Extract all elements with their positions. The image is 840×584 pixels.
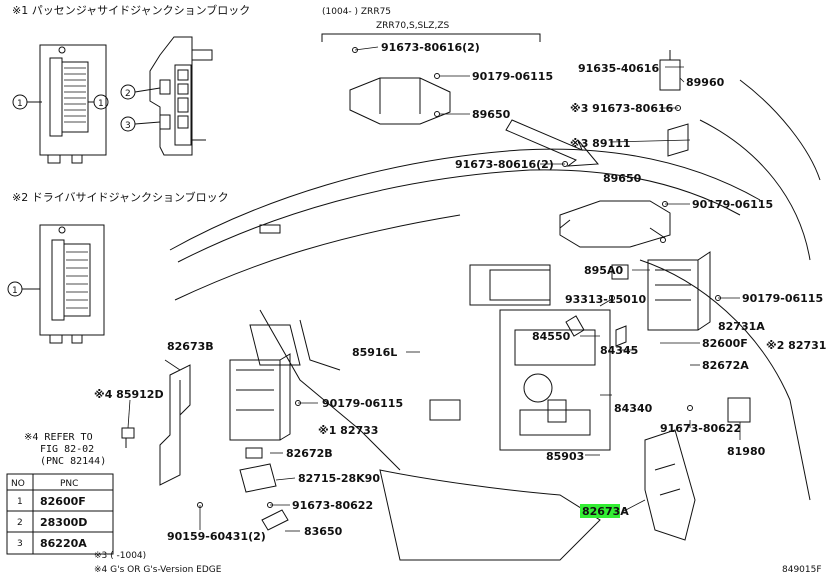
sensor-89960-drawing	[659, 50, 681, 91]
highlight-82673a	[580, 504, 620, 518]
header-note-2: ZRR70,S,SLZ,ZS	[376, 21, 449, 31]
callout-1c-label: 1	[12, 286, 18, 296]
ecu-82731-drawing	[647, 251, 711, 331]
pnc-table-header-pnc: PNC	[60, 479, 78, 489]
part-91673-80622a[interactable]: 91673-80622	[660, 422, 741, 435]
part-82672b-drawing	[245, 447, 263, 459]
part-84345[interactable]: 84345	[600, 344, 638, 357]
callout-1b-label: 1	[98, 99, 104, 109]
part-85916l[interactable]: 85916L	[352, 346, 397, 359]
part-90179-06115a[interactable]: 90179-06115	[472, 70, 553, 83]
callout-3-label: 3	[125, 121, 131, 131]
header-note-1: (1004- ) ZRR75	[322, 7, 391, 17]
part-84550[interactable]: 84550	[532, 330, 571, 343]
part-x1-82733[interactable]: ※1 82733	[318, 424, 378, 437]
callout-2-label: 2	[125, 89, 131, 99]
bracket-82673a-drawing	[644, 429, 696, 541]
pnc-table-header-no: NO	[11, 479, 25, 489]
inset-title-passenger: ※1 パッセンジャサイドジャンクションブロック	[12, 3, 250, 17]
part-82715-28k90[interactable]: 82715-28K90	[298, 472, 380, 485]
bolts	[267, 47, 721, 508]
refer-note-1: ※4 REFER TO	[24, 432, 93, 443]
part-90179-06115c[interactable]: 90179-06115	[742, 292, 823, 305]
part-91673-80616-2a[interactable]: 91673-80616(2)	[381, 41, 480, 54]
relay-81980-drawing	[727, 397, 751, 423]
part-82731a[interactable]: 82731A	[718, 320, 765, 333]
switch-84340-drawing	[547, 399, 567, 423]
part-82673b[interactable]: 82673B	[167, 340, 214, 353]
part-84340[interactable]: 84340	[614, 402, 653, 415]
part-x3-91673-80616[interactable]: ※3 91673-80616	[570, 102, 674, 115]
part-x2-82731[interactable]: ※2 82731	[766, 339, 826, 352]
refer-note-2: FIG 82-02	[40, 444, 94, 455]
direction-arrow	[505, 119, 600, 167]
inset-title-driver: ※2 ドライバサイドジャンクションブロック	[12, 190, 229, 204]
part-89960[interactable]: 89960	[686, 76, 725, 89]
driver-junction-block-drawing	[39, 224, 105, 344]
part-x3-89111[interactable]: ※3 89111	[570, 137, 630, 150]
part-91673-80616-2b[interactable]: 91673-80616(2)	[455, 158, 554, 171]
part-85903[interactable]: 85903	[546, 450, 584, 463]
part-81980[interactable]: 81980	[727, 445, 766, 458]
part-82600f[interactable]: 82600F	[702, 337, 748, 350]
part-83650-drawing	[261, 509, 289, 531]
junction-82733-drawing	[229, 353, 291, 441]
sensor-89111-drawing	[667, 123, 689, 157]
figure-id: 849015F	[782, 565, 822, 575]
part-90179-06115b[interactable]: 90179-06115	[692, 198, 773, 211]
airbag-sensor-upper-drawing	[349, 77, 451, 125]
refer-note-3: (PNC 82144)	[40, 456, 106, 467]
switch-84550-drawing	[565, 315, 585, 337]
part-82672a[interactable]: 82672A	[702, 359, 749, 372]
pnc-row-2-no: 2	[17, 518, 23, 528]
leader-lines	[127, 46, 741, 532]
part-83650[interactable]: 83650	[304, 525, 343, 538]
part-90179-06115d[interactable]: 90179-06115	[322, 397, 403, 410]
part-91673-80622b[interactable]: 91673-80622	[292, 499, 373, 512]
pnc-row-1-no: 1	[17, 497, 23, 507]
airbag-sensor-lower-drawing	[559, 200, 671, 248]
callout-1a-label: 1	[17, 99, 23, 109]
pnc-row-2-pnc: 28300D	[40, 516, 87, 529]
footnote-4: ※4 G's OR G's-Version EDGE	[94, 565, 222, 575]
part-895a0[interactable]: 895A0	[584, 264, 623, 277]
part-x4-85912d[interactable]: ※4 85912D	[94, 388, 164, 401]
part-89650a[interactable]: 89650	[472, 108, 511, 121]
part-93313-15010[interactable]: 93313-15010	[565, 293, 646, 306]
part-89650b[interactable]: 89650	[603, 172, 642, 185]
pnc-row-3-no: 3	[17, 539, 23, 549]
part-90159-60431[interactable]: 90159-60431(2)	[167, 530, 266, 543]
pnc-row-3-pnc: 86220A	[40, 537, 87, 550]
part-895a0-drawing	[611, 264, 629, 280]
switch-84345-drawing	[615, 325, 627, 347]
bracket-82715-drawing	[239, 463, 277, 493]
pnc-table-frame	[6, 473, 114, 555]
part-85912d-drawing	[121, 427, 135, 448]
passenger-block-side-drawing	[149, 36, 213, 156]
footnote-3: ※3 ( -1004)	[94, 551, 146, 561]
pnc-row-1-pnc: 82600F	[40, 495, 86, 508]
part-82673a[interactable]: 82673A	[582, 505, 629, 518]
passenger-junction-block-drawing	[39, 44, 107, 164]
part-91635-40616[interactable]: 91635-40616	[578, 62, 659, 75]
bracket-82673b-drawing	[159, 364, 191, 486]
part-82672b[interactable]: 82672B	[286, 447, 333, 460]
